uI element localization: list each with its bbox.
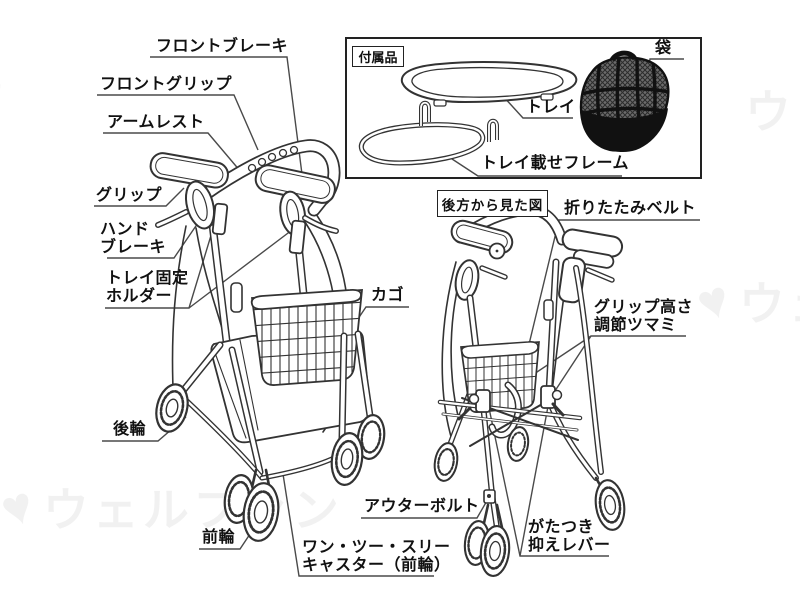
watermark: ♥ウェルファン [0,474,343,540]
grip-height-clamp-left [457,389,491,421]
grip-loop [184,180,216,230]
wheel [506,426,530,462]
label-rattle-lever: がたつき 抑えレバー [528,519,611,554]
front-caster [463,520,511,577]
armrest-pad [149,152,229,189]
front-caster-right [330,414,386,486]
wheel [594,479,626,531]
label-bag: 袋 [655,40,672,57]
accessory-box-title: 付属品 [352,46,404,67]
label-front-wheel: 前輪 [202,529,236,546]
front-caster-left [223,474,280,542]
walker-front-view [149,139,386,542]
label-basket: カゴ [371,287,405,304]
label-hand-brake: ハンド ブレーキ [100,221,167,256]
rear-view-caption: 後方から見た図 [437,190,548,217]
label-outer-bolt: アウターボルト [364,498,480,515]
accessory-bag [579,50,670,153]
wheel [433,442,459,482]
rear-wheel [155,383,189,433]
watermark: ウェルファン [745,86,800,138]
watermark: ♥ウェルファン [689,268,800,334]
label-front-grip: フロントグリップ [100,76,233,93]
tray-holder-clamps [211,202,307,255]
label-front-brake: フロントブレーキ [156,38,289,55]
accessory-box [345,37,702,179]
grip-height-clamp-right [540,385,565,417]
leader-lines [94,56,700,577]
label-grip: グリップ [96,187,163,204]
label-grip-height-knob: グリップ高さ 調節ツマミ [594,299,694,334]
label-tray: トレイ [526,99,576,116]
label-rear-wheel: 後輪 [113,421,147,438]
label-folding-belt: 折りたたみベルト [564,200,697,217]
accessory-tray-frame [358,100,499,166]
walker-rear-view [433,204,626,577]
accessory-tray [400,61,578,107]
grip-grooves [247,145,299,173]
label-armrest: アームレスト [107,114,205,131]
label-one-two-three-caster: ワン・ツー・スリー キャスター（前輪） [302,539,451,574]
outer-bolt [483,489,496,504]
label-tray-frame: トレイ載せフレーム [481,155,630,172]
label-tray-holder: トレイ固定 ホルダー [106,270,189,305]
